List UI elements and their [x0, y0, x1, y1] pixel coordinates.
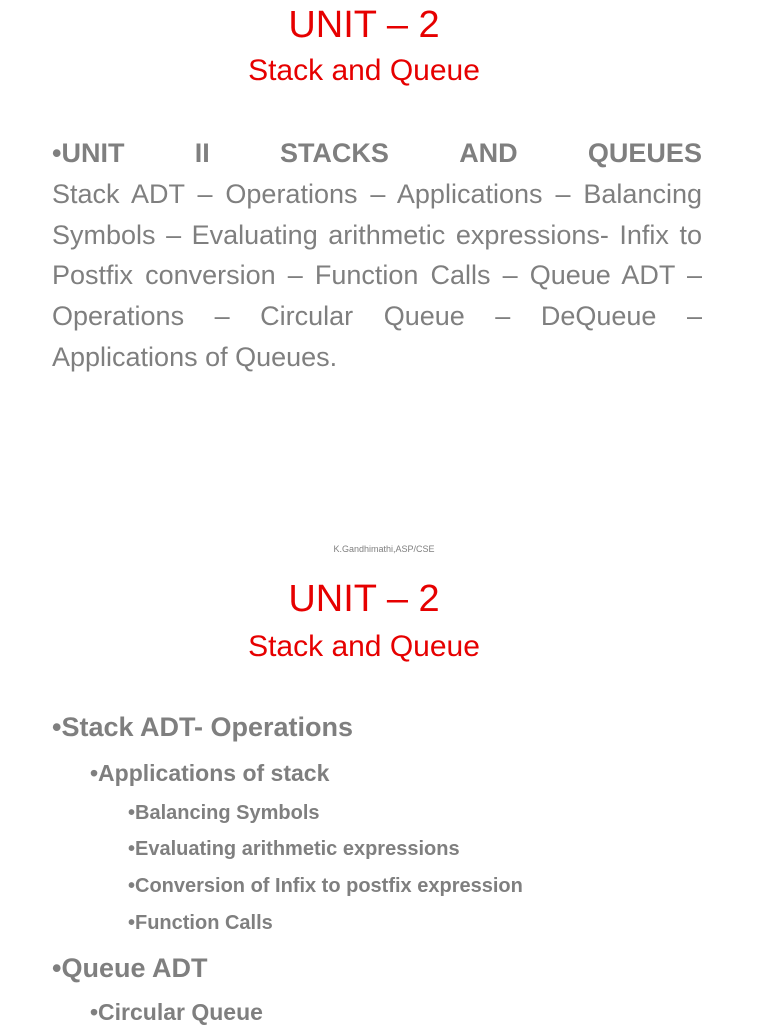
- slide-2-unit-title: UNIT – 2: [288, 578, 440, 620]
- slide-2-subtitle: Stack and Queue: [248, 630, 480, 663]
- syllabus-heading-word: •UNIT: [52, 138, 125, 168]
- syllabus-heading: •UNIT II STACKS AND QUEUES: [52, 133, 702, 174]
- outline-item: •Balancing Symbols: [128, 802, 320, 824]
- syllabus-heading-word: AND: [459, 138, 518, 168]
- outline-item: •Circular Queue: [90, 999, 263, 1025]
- outline-item: •Evaluating arithmetic expressions: [128, 838, 460, 860]
- slide-1-unit-title: UNIT – 2: [288, 4, 440, 46]
- slide-1-syllabus-text: •UNIT II STACKS AND QUEUES Stack ADT – O…: [52, 133, 702, 378]
- outline-item: •Applications of stack: [90, 760, 330, 786]
- slide-2: UNIT – 2 Stack and Queue •Stack ADT- Ope…: [0, 576, 768, 1024]
- outline-item: •Stack ADT- Operations: [52, 712, 354, 742]
- syllabus-heading-word: STACKS: [279, 138, 389, 168]
- slide-1: UNIT – 2 Stack and Queue •UNIT II STACKS…: [52, 4, 702, 554]
- outline-item: •Conversion of Infix to postfix expressi…: [128, 875, 523, 897]
- outline-item: •Function Calls: [128, 912, 273, 934]
- syllabus-body: Stack ADT – Operations – Applications – …: [52, 178, 702, 372]
- syllabus-heading-word: II: [194, 138, 210, 168]
- slide-1-subtitle: Stack and Queue: [248, 54, 480, 87]
- slide-1-footer: K.Gandhimathi,ASP/CSE: [333, 544, 435, 554]
- outline-item: •Queue ADT: [52, 953, 208, 983]
- slide-2-outline: •Stack ADT- Operations •Applications of …: [0, 576, 768, 1024]
- syllabus-heading-word: QUEUES: [587, 138, 702, 168]
